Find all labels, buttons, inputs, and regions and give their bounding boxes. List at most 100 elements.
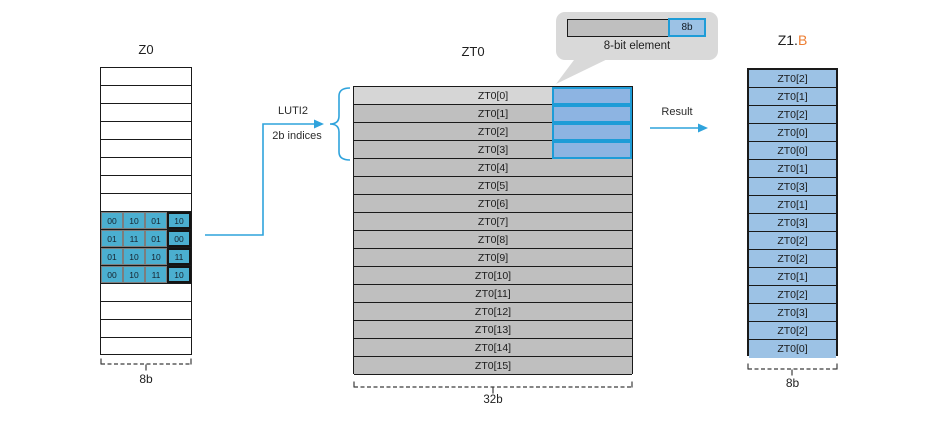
z0-index-row: 01 11 01 00 — [101, 230, 191, 248]
zt0-title: ZT0 — [461, 44, 485, 59]
zt0-row-label: ZT0[13] — [474, 323, 512, 336]
zt0-row: ZT0[15] — [354, 357, 632, 375]
z1b-row: ZT0[0] — [749, 124, 836, 142]
indices-label: 2b indices — [272, 130, 322, 142]
zt0-row: ZT0[9] — [354, 249, 632, 267]
z0-row — [101, 176, 191, 194]
z1b-title-suffix: B — [797, 32, 808, 48]
z1b-width-label: 8b — [785, 376, 800, 390]
zt0-width-label: 32b — [483, 394, 503, 406]
zt0-row: ZT0[10] — [354, 267, 632, 285]
z1b-row: ZT0[3] — [749, 214, 836, 232]
highlight-cell — [552, 141, 632, 159]
zt0-row-label: ZT0[10] — [474, 269, 512, 282]
z1b-row: ZT0[2] — [749, 250, 836, 268]
z1b-row-label: ZT0[2] — [777, 108, 808, 121]
zt0-row: ZT0[4] — [354, 159, 632, 177]
zt0-row-label: ZT0[15] — [474, 359, 512, 372]
z1b-row-label: ZT0[2] — [777, 324, 808, 337]
z0-title: Z0 — [138, 42, 154, 57]
zt0-row-label: ZT0[9] — [477, 251, 509, 264]
z0-register-column: 00 10 01 10 01 11 01 00 01 10 10 11 00 1… — [100, 67, 192, 355]
z1b-row: ZT0[1] — [749, 88, 836, 106]
zt0-row: ZT0[5] — [354, 177, 632, 195]
z1b-row-label: ZT0[0] — [777, 343, 808, 355]
z1b-row-label: ZT0[2] — [777, 72, 808, 85]
z1b-row-label: ZT0[2] — [777, 288, 808, 301]
luti2-arrowhead-icon — [314, 119, 324, 129]
z1b-row-label: ZT0[1] — [777, 90, 808, 103]
z0-index-cell: 10 — [123, 266, 145, 283]
z0-index-cell: 10 — [123, 212, 145, 229]
z0-index-cell: 00 — [101, 212, 123, 229]
zt0-row-label: ZT0[1] — [477, 107, 509, 120]
luti2-label: LUTI2 — [278, 105, 308, 117]
z0-row — [101, 122, 191, 140]
z0-index-cell-selected: 10 — [167, 212, 191, 229]
zt0-row: ZT0[12] — [354, 303, 632, 321]
callout-8b-cell: 8b — [668, 18, 706, 37]
z1b-title: Z1.B — [747, 32, 838, 48]
lookup-rows-brace — [329, 87, 351, 161]
zt0-row: ZT0[7] — [354, 213, 632, 231]
result-label: Result — [661, 106, 693, 118]
zt0-row-label: ZT0[2] — [477, 125, 509, 138]
z1b-row-label: ZT0[3] — [777, 180, 808, 193]
z1b-row: ZT0[2] — [749, 322, 836, 340]
z1b-row: ZT0[1] — [749, 268, 836, 286]
z0-index-cell: 01 — [101, 248, 123, 265]
z0-index-cell-selected: 10 — [167, 266, 191, 283]
z0-row — [101, 320, 191, 338]
z0-index-row: 00 10 01 10 — [101, 212, 191, 230]
z0-row — [101, 86, 191, 104]
z1b-row-label: ZT0[2] — [777, 234, 808, 247]
zt0-table: ZT0[0] ZT0[1] ZT0[2] ZT0[3] ZT0[4] ZT0[5… — [353, 86, 633, 375]
zt0-row-label: ZT0[11] — [475, 287, 511, 300]
z0-index-row: 01 10 10 11 — [101, 248, 191, 266]
z1b-title-prefix: Z1. — [777, 32, 798, 48]
zt0-row: ZT0[14] — [354, 339, 632, 357]
z1b-row: ZT0[0] — [749, 340, 836, 358]
highlight-cell — [552, 123, 632, 141]
callout-bubble: 8b 8-bit element — [556, 12, 718, 60]
z1b-row-label: ZT0[3] — [777, 216, 808, 229]
z0-row — [101, 284, 191, 302]
z0-dimension-line — [100, 358, 192, 371]
z0-row — [101, 302, 191, 320]
zt0-row-label: ZT0[14] — [474, 341, 512, 354]
z0-row — [101, 68, 191, 86]
z1b-row-label: ZT0[3] — [777, 306, 808, 319]
z0-index-cell: 01 — [145, 212, 167, 229]
zt0-row: ZT0[8] — [354, 231, 632, 249]
z0-index-cell-selected: 11 — [167, 248, 191, 265]
z1b-row: ZT0[0] — [749, 142, 836, 160]
z1b-row-label: ZT0[1] — [777, 198, 808, 211]
z1b-row: ZT0[2] — [749, 232, 836, 250]
z1b-row: ZT0[2] — [749, 106, 836, 124]
highlight-cell — [552, 87, 632, 105]
z1b-row-label: ZT0[1] — [777, 270, 808, 283]
callout-caption: 8-bit element — [603, 40, 671, 52]
z1b-row: ZT0[3] — [749, 304, 836, 322]
z0-index-cell: 10 — [145, 248, 167, 265]
zt0-row-label: ZT0[7] — [477, 215, 509, 228]
z0-row — [101, 104, 191, 122]
result-arrowhead-icon — [698, 123, 708, 133]
z0-row — [101, 338, 191, 356]
z1b-row: ZT0[1] — [749, 160, 836, 178]
z1b-row-label: ZT0[0] — [777, 144, 808, 157]
zt0-highlight-block — [552, 87, 632, 159]
zt0-row: ZT0[13] — [354, 321, 632, 339]
zt0-row-label: ZT0[3] — [477, 143, 509, 156]
zt0-row: ZT0[6] — [354, 195, 632, 213]
z0-row — [101, 194, 191, 212]
z1b-register-column: ZT0[2] ZT0[1] ZT0[2] ZT0[0] ZT0[0] ZT0[1… — [747, 68, 838, 358]
z0-index-cell: 01 — [145, 230, 167, 247]
zt0-row-label: ZT0[12] — [474, 305, 512, 318]
zt0-row-label: ZT0[4] — [477, 161, 509, 174]
z0-width-label: 8b — [139, 372, 153, 386]
z0-index-cell: 01 — [101, 230, 123, 247]
z0-row — [101, 140, 191, 158]
z0-index-cell: 10 — [123, 248, 145, 265]
z0-index-cell-selected: 00 — [167, 230, 191, 247]
